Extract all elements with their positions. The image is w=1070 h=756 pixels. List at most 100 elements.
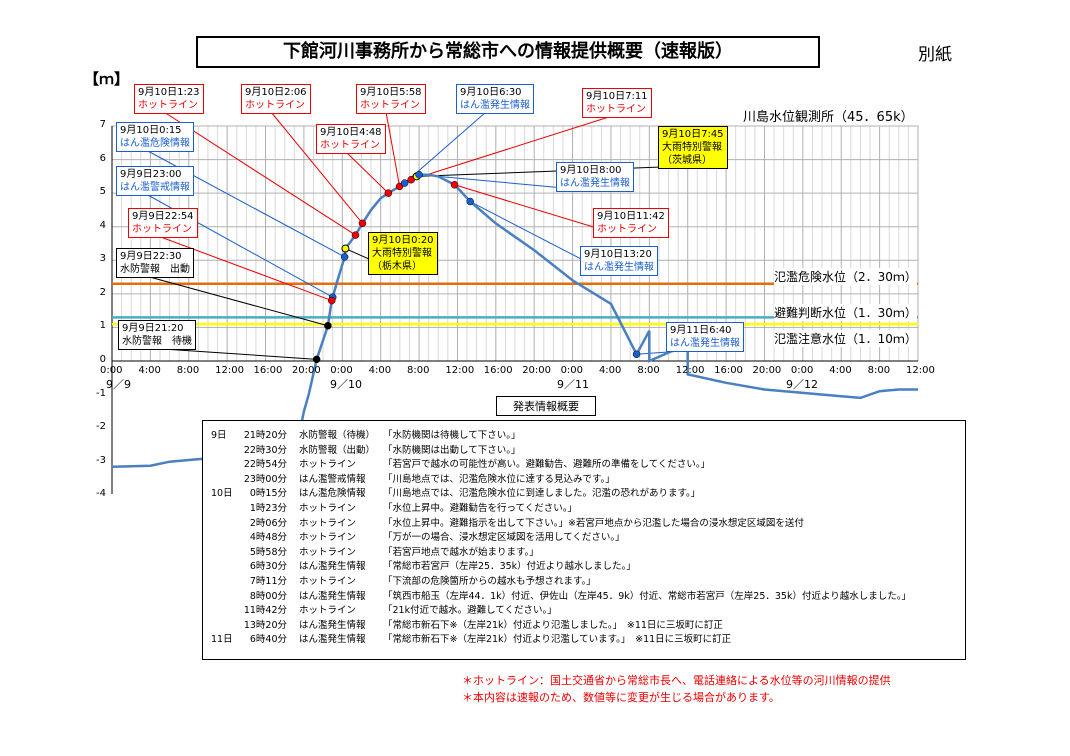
callout-event: はん濫発生情報 [460, 100, 530, 111]
callout-event: ホットライン [245, 100, 305, 111]
callout-time: 9月10日7:45 [662, 129, 724, 140]
info-kind: 水防警報（出動） [299, 444, 376, 456]
event-marker [312, 355, 321, 364]
info-time: 7時11分 [249, 576, 287, 587]
info-kind: ホットライン [299, 517, 357, 529]
callout-event: ホットライン [586, 104, 646, 115]
info-kind: ホットライン [299, 532, 357, 544]
callout-region: （茨城県） [662, 155, 712, 166]
callout-blue: 9月10日13:20 はん濫発生情報 [580, 246, 658, 276]
callout-event: 大雨特別警報 [662, 142, 722, 153]
event-marker [327, 296, 336, 305]
info-time: 22時54分 [243, 459, 287, 471]
callout-time: 9月10日0:20 [372, 235, 434, 246]
info-day: 10日 [211, 488, 233, 500]
x-tick-label: 12:00 [445, 365, 475, 376]
chart-grid [111, 125, 919, 494]
callout-time: 9月10日8:00 [560, 165, 622, 176]
caution-level-label: 氾濫注意水位（1．10ｍ） [774, 330, 917, 347]
info-msg: 「万が一の場合、浸水想定区域図を活用してください。」 [383, 532, 625, 544]
callout-event: 大雨特別警報 [372, 248, 432, 259]
x-tick-label: 4:00 [138, 365, 161, 376]
info-time: 21時20分 [243, 430, 287, 441]
event-marker [415, 170, 423, 179]
x-tick-label: 0:00 [790, 365, 814, 376]
callout-blue: 9月10日8:00 はん濫発生情報 [556, 162, 634, 192]
callout-time: 9月9日23:00 [120, 169, 182, 180]
callout-event: ホットライン [138, 100, 198, 111]
callout-event: 水防警報 出動 [120, 264, 190, 275]
callout-leader [157, 235, 332, 302]
x-tick-label: 20:00 [752, 365, 782, 376]
event-marker [358, 219, 367, 228]
callout-event: ホットライン [597, 224, 657, 235]
callout-leader [163, 111, 356, 236]
event-marker [632, 350, 641, 359]
event-markers [312, 170, 641, 364]
info-kind: ホットライン [299, 576, 357, 587]
y-tick-label: 4 [99, 219, 106, 231]
callout-time: 9月10日2:06 [245, 87, 307, 98]
callout-region: （栃木県） [372, 261, 422, 272]
callout-red: 9月10日11:42 ホットライン [593, 208, 669, 238]
event-marker [324, 322, 332, 330]
callout-event: はん濫警戒情報 [120, 182, 190, 193]
info-kind: はん濫危険情報 [299, 488, 366, 500]
info-time: 2時06分 [249, 517, 287, 529]
info-time: 13時20分 [243, 619, 287, 631]
x-tick-label: 12:00 [675, 365, 705, 376]
info-msg: 「水防機関は待機して下さい。」 [383, 430, 521, 441]
callout-time: 9月9日21:20 [122, 323, 184, 334]
note-hotline: ＊ホットライン：国土交通省から常総市長へ、電話連絡による水位等の河川情報の提供 [462, 674, 891, 687]
y-tick-label: 2 [99, 286, 106, 298]
y-axis-unit: 【ｍ】 [84, 70, 130, 88]
y-tick-label: -1 [96, 387, 106, 399]
evacuation-level-label: 避難判断水位（1．30ｍ） [774, 304, 917, 321]
x-tick-label: 0:00 [100, 365, 123, 376]
info-time: 1時23分 [249, 503, 287, 514]
info-summary-title: 発表情報概要 [496, 396, 596, 416]
x-tick-label: 12:00 [215, 365, 244, 376]
x-tick-label: 16:00 [714, 365, 743, 376]
callout-time: 9月10日13:20 [584, 249, 652, 260]
callout-leader [345, 151, 389, 194]
callout-event: はん濫発生情報 [560, 178, 630, 189]
callout-red: 9月10日7:11 ホットライン [582, 88, 652, 118]
x-tick-label: 16:00 [483, 365, 513, 376]
info-msg: 「常総市新石下※（左岸21k）付近より氾濫しています。」 ※11日に三坂町に訂正 [383, 634, 732, 646]
info-kind: はん濫発生情報 [299, 561, 366, 573]
info-msg: 「若宮戸で越水の可能性が高い。避難勧告、避難所の準備をしてください。」 [383, 459, 711, 471]
x-tick-label: 16:00 [253, 365, 283, 376]
callout-event: はん濫発生情報 [584, 262, 654, 273]
y-tick-label: 0 [99, 354, 106, 365]
callout-time: 9月10日5:58 [360, 87, 422, 98]
info-kind: ホットライン [299, 459, 357, 471]
page-title: 下館河川事務所から常総市への情報提供概要（速報版） [196, 36, 820, 68]
callout-leader [385, 111, 401, 187]
callout-time: 9月10日11:42 [597, 211, 665, 222]
appendix-label: 別紙 [918, 45, 952, 65]
note-preliminary: ＊本内容は速報のため、数値等に変更が生じる場合があります。 [462, 691, 780, 704]
x-tick-label: 4:00 [598, 365, 622, 376]
event-marker [340, 253, 349, 261]
station-label: 川島水位観測所（45．65k） [743, 110, 914, 125]
event-marker [450, 181, 459, 189]
day-label: 9／10 [330, 378, 362, 391]
info-msg: 「水位上昇中。避難勧告を行ってください。」 [383, 503, 577, 514]
callout-time: 9月10日7:11 [586, 91, 648, 102]
event-marker [351, 231, 360, 239]
info-kind: はん濫警戒情報 [299, 473, 366, 485]
info-msg: 「筑西市船玉（左岸44．1k）付近、伊佐山（左岸45．9k）付近、常総市若宮戸（… [383, 590, 912, 602]
danger-level-label: 氾濫危険水位（2．30ｍ） [774, 268, 917, 285]
x-tick-label: 4:00 [829, 365, 852, 376]
info-msg: 「常総市新石下※（左岸21k）付近より氾濫しました。」 ※11日に三坂町に訂正 [383, 619, 723, 631]
info-msg: 「水位上昇中。避難指示を出して下さい。」※若宮戸地点から氾濫した場合の浸水想定区… [383, 517, 804, 529]
